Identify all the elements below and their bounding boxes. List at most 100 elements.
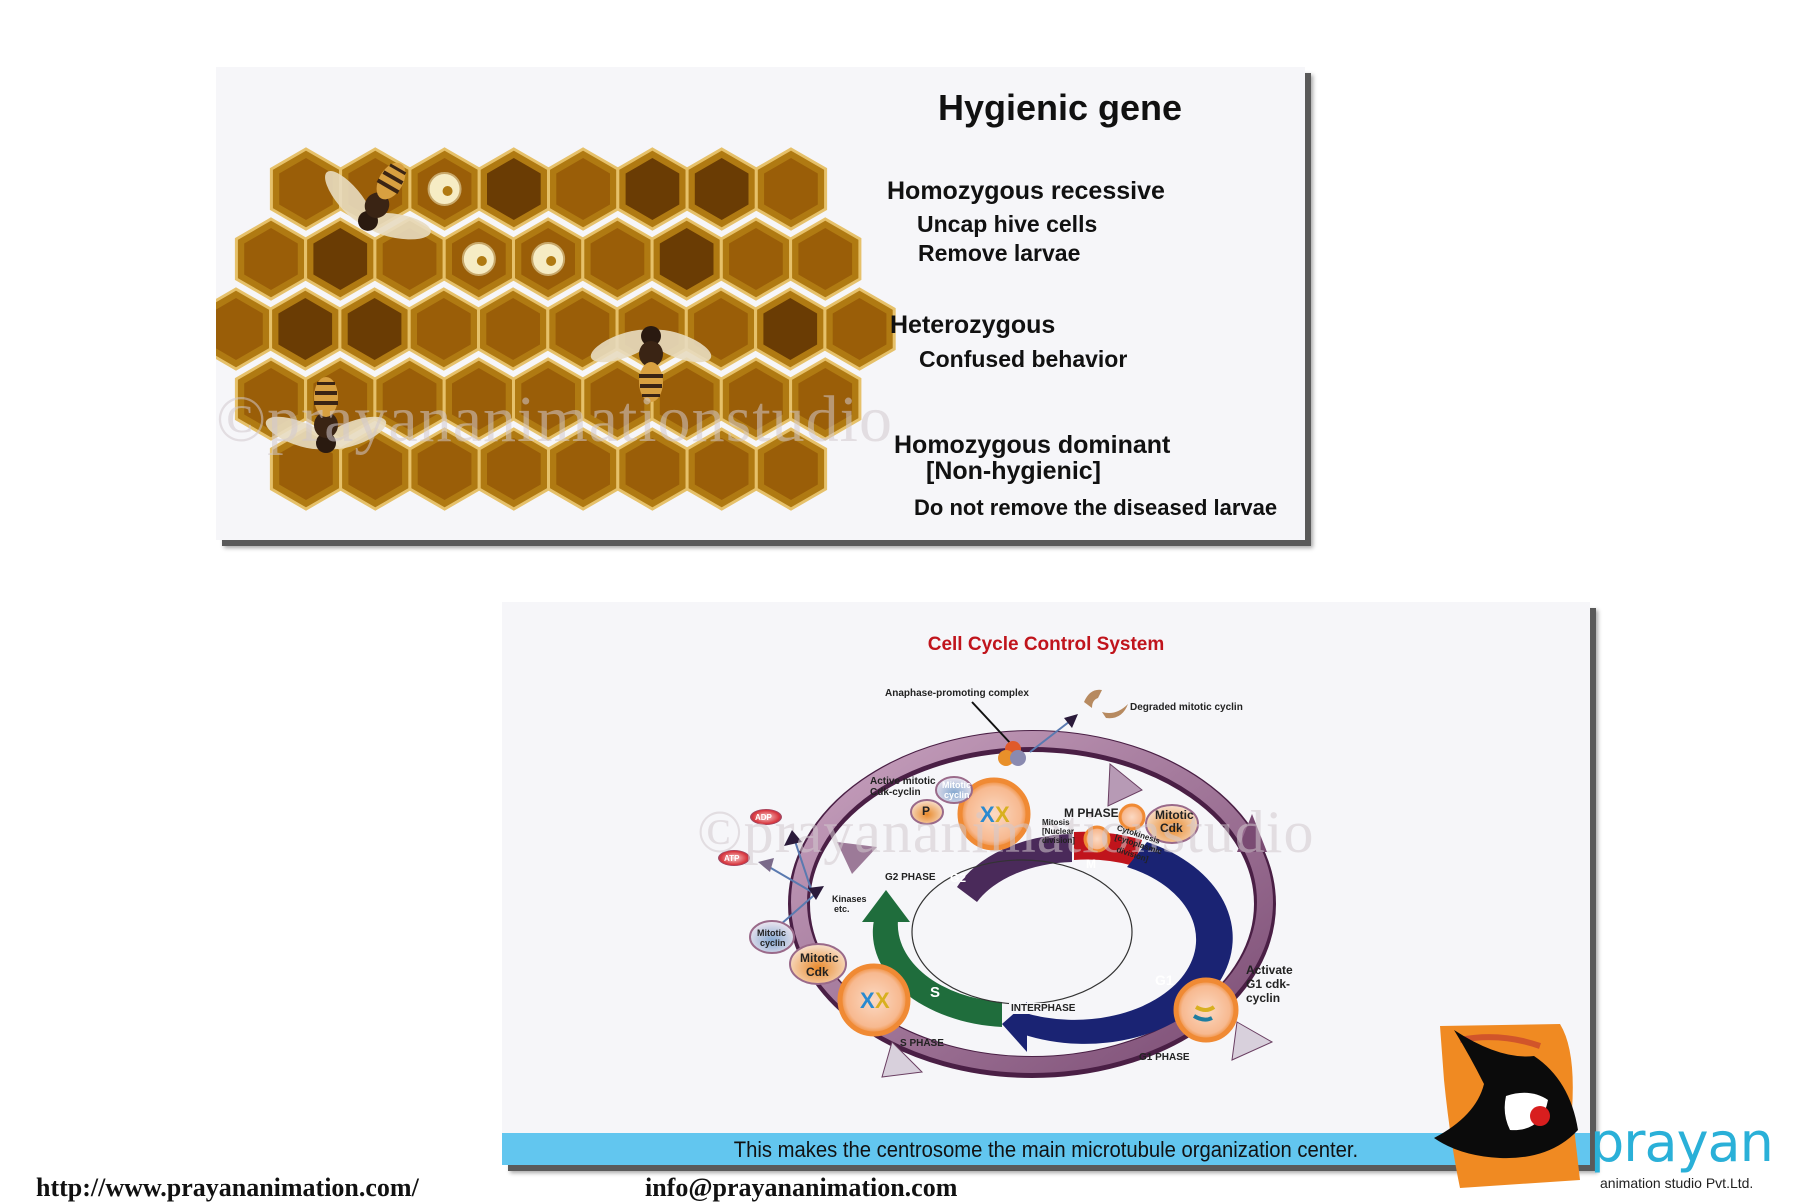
label-activate-g1: Activate	[1246, 963, 1293, 977]
arrow-head-icon	[1064, 714, 1078, 728]
honeycomb-cell-inner	[279, 158, 333, 220]
label-active-mitotic: Active mitotic	[870, 776, 936, 787]
bee-icon	[590, 326, 712, 402]
m-phase-cell	[957, 777, 1031, 851]
chromosome-icon: X	[980, 802, 995, 827]
s-phase-arc	[872, 920, 1002, 1027]
label-g1-phase: G1 PHASE	[1139, 1052, 1190, 1063]
label-s-phase: S PHASE	[900, 1038, 944, 1049]
ring-arrow-icon	[1107, 762, 1143, 807]
label-kinases: Kinases	[832, 894, 867, 904]
genotype-subheading: [Non-hygienic]	[926, 457, 1101, 485]
g2-phase-arc	[957, 834, 1072, 902]
apc-pointer	[971, 701, 1013, 746]
honeycomb-illustration	[216, 147, 896, 511]
apc-complex-icon	[1010, 750, 1026, 766]
label-mitotic-cyclin: cyclin	[760, 938, 786, 948]
genotype-line: Remove larvae	[918, 240, 1081, 266]
genotype-line: Do not remove the diseased larvae	[914, 495, 1278, 520]
g1-arrow-head	[1002, 1002, 1027, 1052]
adp-icon	[750, 809, 782, 825]
honeycomb-cell-inner	[590, 228, 645, 290]
label-g2-phase: G2 PHASE	[885, 872, 936, 883]
honeycomb-cell-inner	[625, 438, 680, 500]
label-activate-g1: G1 cdk-	[1246, 977, 1291, 991]
footer-email-link[interactable]: info@prayananimation.com	[645, 1173, 958, 1202]
genotype-line: Confused behavior	[919, 346, 1128, 372]
slide-title: Hygienic gene	[938, 87, 1183, 128]
apc-complex-icon	[998, 750, 1014, 766]
honeycomb-cell-inner	[694, 438, 749, 500]
hygienic-gene-slide: ©prayananimationstudio Hygienic gene Hom…	[216, 67, 1305, 540]
label-mitotic-cdk: Cdk	[1160, 821, 1183, 835]
atp-icon	[718, 850, 750, 866]
label-mitosis: [Nuclear	[1042, 827, 1075, 836]
honeycomb-cell-inner	[382, 368, 437, 430]
logo-tagline: animation studio Pvt.Ltd.	[1600, 1175, 1754, 1191]
label-atp: ATP	[724, 854, 740, 863]
arrow-head-icon	[784, 830, 802, 846]
chromosome-icon	[1194, 1005, 1216, 1012]
slide-title: Cell Cycle Control System	[927, 634, 1165, 655]
honeycomb-cell-inner	[555, 298, 610, 360]
label-mitotic-cyclin: Mitotic	[942, 780, 971, 790]
degradation-arrow	[1029, 717, 1075, 753]
honeycomb-cell-inner	[729, 228, 783, 290]
honeycomb-cell-inner	[659, 228, 714, 290]
label-kinases: etc.	[834, 904, 850, 914]
honeycomb-cell-inner	[244, 368, 298, 430]
logo-brand: prayan	[1590, 1111, 1774, 1174]
label-mitotic-cdk: Mitotic	[800, 951, 839, 965]
degraded-cyclin-icon	[1084, 689, 1128, 719]
honeycomb-cell-inner	[521, 368, 575, 430]
caption-bar: This makes the centrosome the main micro…	[502, 1133, 1590, 1165]
genotype-line: Uncap hive cells	[917, 211, 1098, 237]
label-activate-g1: cyclin	[1246, 991, 1281, 1005]
honeycomb-cell-inner	[694, 158, 749, 220]
mitotic-cdk-icon	[1145, 804, 1199, 844]
kinase-arrow	[793, 837, 813, 893]
label-phosphate: P	[922, 804, 931, 818]
honeycomb-cell-inner	[764, 438, 818, 500]
label-adp: ADP	[755, 813, 772, 822]
chromosome-icon: X	[995, 802, 1010, 827]
honeycomb-cell-inner	[590, 368, 645, 430]
prayan-logo: prayan animation studio Pvt.Ltd.	[1430, 1020, 1800, 1200]
active-mitotic-cdk-icon	[910, 799, 944, 825]
mitotic-cyclin-icon	[935, 776, 973, 804]
footer-website-link[interactable]: http://www.prayananimation.com/	[36, 1173, 419, 1202]
chromosome-icon	[1192, 1014, 1213, 1022]
honeycomb-cell-inner	[729, 368, 783, 430]
larva-icon	[442, 186, 453, 196]
label-mitotic-cyclin: cyclin	[944, 790, 970, 800]
cytokinesis-cell	[1118, 803, 1146, 831]
label-s: S	[930, 984, 941, 1001]
genotype-heading-recessive: Homozygous recessive	[887, 177, 1165, 205]
cell-cycle-diagram: X X X X	[718, 689, 1276, 1078]
honeycomb-cell-inner	[417, 438, 472, 500]
honeycomb-cell-inner	[832, 298, 887, 360]
outer-regulation-ring-highlight	[791, 731, 1273, 1073]
chromosome-icon: X	[860, 988, 875, 1013]
label-m: M	[1086, 857, 1096, 871]
honeycomb-cell-inner	[659, 368, 714, 430]
bee-icon	[265, 377, 387, 453]
label-active-mitotic: Cdk-cyclin	[870, 787, 921, 798]
honeycomb-cell-inner	[452, 368, 506, 430]
cell-cycle-slide: Cell Cycle Control System	[502, 602, 1590, 1165]
logo-mascot-icon	[1434, 1024, 1580, 1188]
label-mitosis: division]	[1042, 836, 1075, 845]
label-m-phase: M PHASE	[1064, 806, 1119, 820]
honeycomb-cell-inner	[347, 298, 402, 360]
honeycomb-cell-inner	[244, 228, 298, 290]
kinase-arrow	[763, 863, 813, 893]
honeycomb-cell-inner	[348, 438, 403, 500]
genotype-heading-dominant: Homozygous dominant	[894, 431, 1171, 459]
label-degraded-cyclin: Degraded mitotic cyclin	[1130, 702, 1243, 713]
honeycomb-cell-inner	[382, 228, 437, 290]
honeycomb-cell-inner	[216, 298, 263, 360]
honeycomb-cell-inner	[556, 438, 610, 500]
honeycomb-cell-inner	[763, 298, 818, 360]
label-mitotic-cyclin: Mitotic	[757, 928, 786, 938]
mitosis-cell	[1083, 825, 1111, 853]
